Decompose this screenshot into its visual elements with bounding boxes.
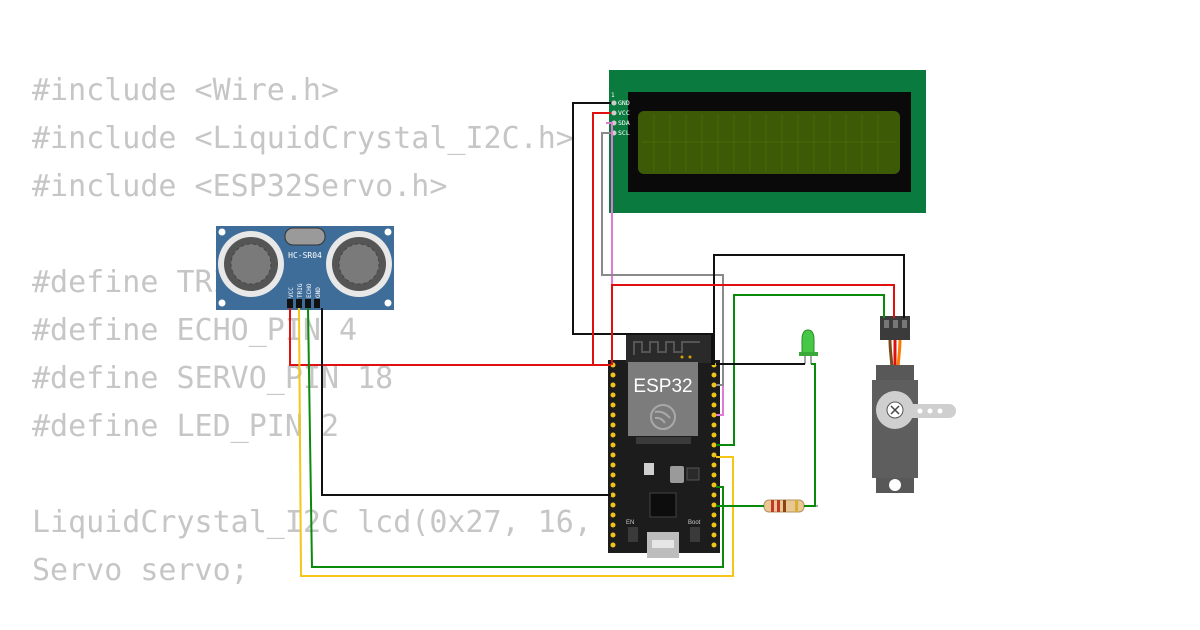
antenna-pad: [680, 355, 684, 359]
led-rim: [799, 352, 818, 356]
wire-sensor-trig[interactable]: [298, 307, 734, 577]
mounting-hole: [889, 479, 901, 491]
module-pins: [636, 437, 691, 444]
wire-sensor-vcc[interactable]: [289, 308, 611, 366]
esp32-right-header[interactable]: [711, 362, 717, 548]
boot-label: Boot: [688, 520, 701, 526]
en-button[interactable]: [628, 527, 638, 542]
mounting-hole: [384, 299, 392, 307]
green-led[interactable]: [799, 329, 818, 364]
lcd-pin-label: SCL: [618, 129, 630, 137]
crystal-oscillator: [284, 227, 326, 246]
wire-servo-gnd[interactable]: [713, 254, 905, 365]
lcd-pin-label: GND: [618, 99, 630, 107]
led-body: [801, 329, 815, 355]
mounting-hole: [218, 228, 226, 236]
lcd-character-cells: [642, 114, 896, 171]
sensor-pin-label: TRIG: [297, 283, 304, 298]
ultrasonic-sensor[interactable]: HC-SR04 VCC TRIG ECHO GND: [216, 226, 394, 310]
esp32-label: ESP32: [633, 376, 692, 397]
sensor-pin-label: ECHO: [306, 283, 313, 298]
code-line: #include <LiquidCrystal_I2C.h>: [32, 121, 574, 156]
esp32-left-header[interactable]: [610, 362, 616, 548]
esp32-board[interactable]: ESP32 EN Boot: [608, 335, 720, 558]
mounting-hole: [384, 228, 392, 236]
servo-motor[interactable]: [872, 316, 956, 493]
sensor-pin-trig[interactable]: [296, 299, 302, 308]
smd-component: [686, 467, 700, 481]
sensor-pin-echo[interactable]: [305, 299, 311, 308]
antenna-trace: [633, 341, 700, 355]
code-line: Servo servo;: [32, 553, 249, 588]
mounting-hole: [218, 299, 226, 307]
sensor-pin-label: VCC: [288, 287, 295, 298]
usb-port-slot: [652, 540, 674, 548]
code-line: #define SERVO_PIN 18: [32, 361, 394, 396]
transducer-left: [218, 231, 284, 297]
en-label: EN: [626, 520, 634, 526]
wire-servo-vcc[interactable]: [611, 284, 895, 365]
lcd-pin-label: VCC: [618, 109, 630, 117]
wire-led-resistor[interactable]: [804, 363, 816, 507]
lcd-pins[interactable]: GND VCC SDA SCL: [611, 99, 630, 137]
code-line: #define LED_PIN 2: [32, 409, 340, 444]
sensor-pin-vcc[interactable]: [287, 299, 293, 308]
boot-button[interactable]: [690, 527, 700, 542]
wire-servo-signal[interactable]: [716, 294, 885, 446]
wire-sensor-gnd[interactable]: [321, 308, 611, 496]
lcd-pin-vcc[interactable]: [611, 110, 617, 116]
wire-lcd-scl[interactable]: [601, 132, 724, 386]
code-line: #include <Wire.h>: [32, 73, 340, 108]
voltage-regulator: [670, 466, 684, 483]
sensor-pin-label: GND: [315, 287, 322, 298]
esp32-antenna: [626, 335, 712, 363]
wire-lcd-gnd[interactable]: [572, 102, 713, 365]
espressif-logo-icon: [650, 404, 676, 430]
wires: [289, 102, 905, 577]
lcd-module[interactable]: 1 GND VCC SDA SCL: [609, 70, 926, 213]
transducer-right: [326, 231, 392, 297]
code-line: #include <ESP32Servo.h>: [32, 169, 448, 204]
code-line: #define ECHO_PIN 4: [32, 313, 358, 348]
sensor-pin-gnd[interactable]: [314, 299, 320, 308]
lcd-pin-label: SDA: [618, 119, 630, 127]
smd-component: [644, 463, 654, 475]
lcd-pin-1-marker: 1: [611, 92, 615, 99]
sensor-pins[interactable]: [287, 299, 320, 308]
antenna-pad: [688, 355, 692, 359]
wire-sensor-echo[interactable]: [307, 307, 724, 568]
esp32-module-shield: [628, 362, 698, 436]
lcd-pin-gnd[interactable]: [611, 100, 617, 106]
sensor-model-label: HC-SR04: [288, 251, 322, 260]
usb-uart-chip: [649, 492, 677, 518]
